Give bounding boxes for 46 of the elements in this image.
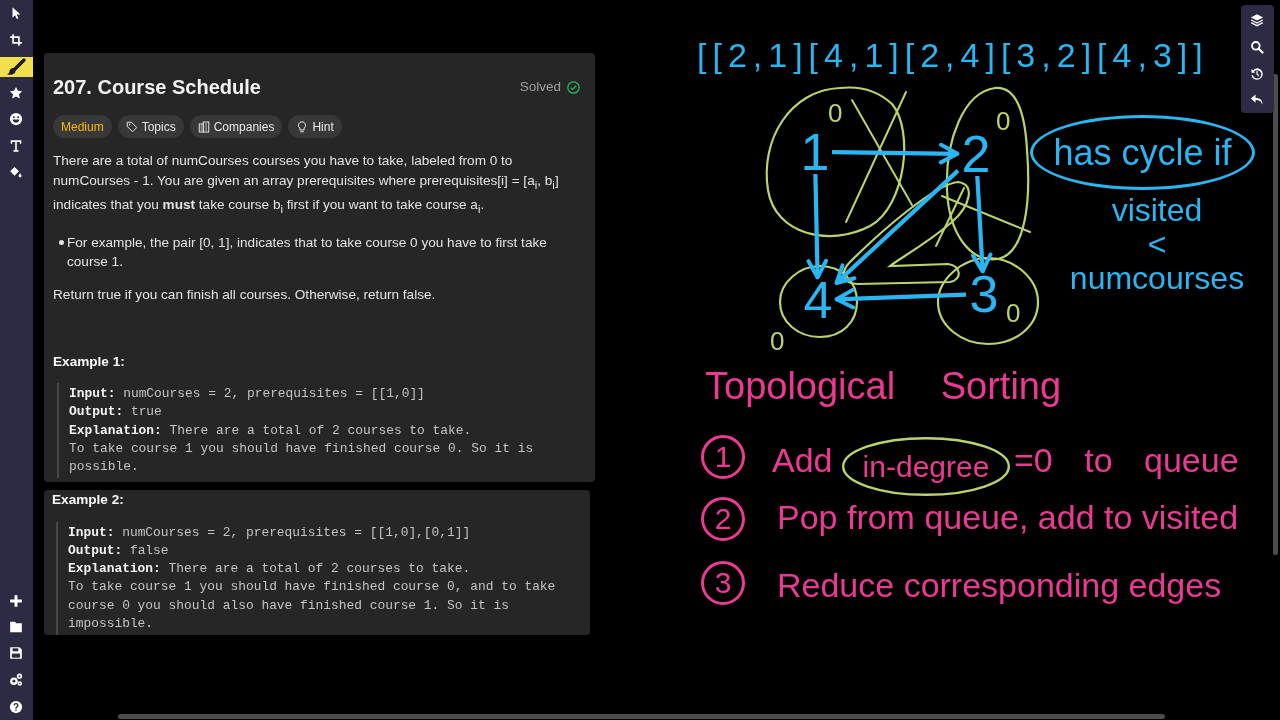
handwritten-term: in-degree: [862, 451, 990, 482]
problem-text: There are a total of numCourses courses you have to take, labeled from 0 to numCourses - 1. You are given an array prerequisites where prerequisites[i] = [a$_{i}$, b$_{i}$] indicates that you must take course b$_{i}$ first if you want to take course a$_{i}$.: [53, 152, 560, 217]
course-number: 1: [799, 130, 831, 174]
arrow: [806, 173, 828, 280]
example-line: Output: false: [68, 541, 170, 560]
course-number: 3: [968, 272, 1000, 316]
difficulty-tag: Medium: [53, 115, 112, 138]
example-line: To take course 1 you should have finished course 0, and to take course 0 you should also have finished course 1. So it is impossible.: [68, 578, 557, 633]
example-line: Explanation: There are a total of 2 courses to take.: [68, 560, 472, 579]
in-degree-count: 0: [1006, 300, 1021, 326]
example-line: Input: numCourses = 2, prerequisites = [[1,0],[0,1]]: [68, 523, 472, 542]
in-degree-count: 0: [770, 328, 785, 354]
problem-text: Return true if you can finish all courses. Otherwise, return false.: [53, 285, 437, 304]
example-heading: Example 2:: [52, 491, 125, 509]
topics-button: Topics: [117, 115, 184, 138]
handwritten-heading: Topological Sorting: [705, 366, 1062, 406]
step-text: Add: [772, 440, 833, 481]
problem-title: 207. Course Schedule: [53, 75, 261, 100]
in-degree-count: 0: [828, 100, 843, 126]
arrow: [834, 169, 960, 285]
example-panel: [44, 490, 590, 635]
example-line: Output: true: [69, 403, 163, 422]
hint-button: Hint: [288, 115, 342, 138]
step-number: 1: [714, 442, 732, 472]
arrow: [834, 287, 967, 310]
example-line: Explanation: There are a total of 2 courses to take.: [69, 421, 473, 440]
step-text: Pop from queue, add to visited: [777, 497, 1239, 538]
example-line: To take course 1 you should have finished course 0. So it is possible.: [69, 439, 535, 477]
step-text: Reduce corresponding edges: [777, 565, 1222, 606]
problem-panel: [44, 53, 595, 482]
arrow: [971, 175, 993, 274]
handwritten-note: visited < numcourses: [1068, 193, 1246, 295]
step-number: 3: [714, 568, 732, 598]
status-text: Solved: [519, 78, 561, 96]
list-item: For example, the pair [0, 1], indicates that to take course 0 you have to first take course 1.: [67, 233, 548, 272]
arrow: [831, 142, 960, 165]
prerequisite-list: [[2,1][4,1][2,4][3,2][4,3]]: [697, 36, 1209, 74]
step-number: 2: [714, 504, 732, 534]
example-heading: Example 1:: [53, 353, 126, 372]
example-line: Input: numCourses = 2, prerequisites = [[1,0]]: [69, 384, 426, 403]
course-number: 2: [960, 132, 992, 176]
in-degree-count: 0: [996, 108, 1011, 134]
companies-button: Companies: [189, 115, 283, 138]
step-text: =0 to queue: [1014, 440, 1239, 481]
course-number: 4: [802, 278, 834, 322]
circled-note: has cycle if: [1030, 115, 1255, 190]
